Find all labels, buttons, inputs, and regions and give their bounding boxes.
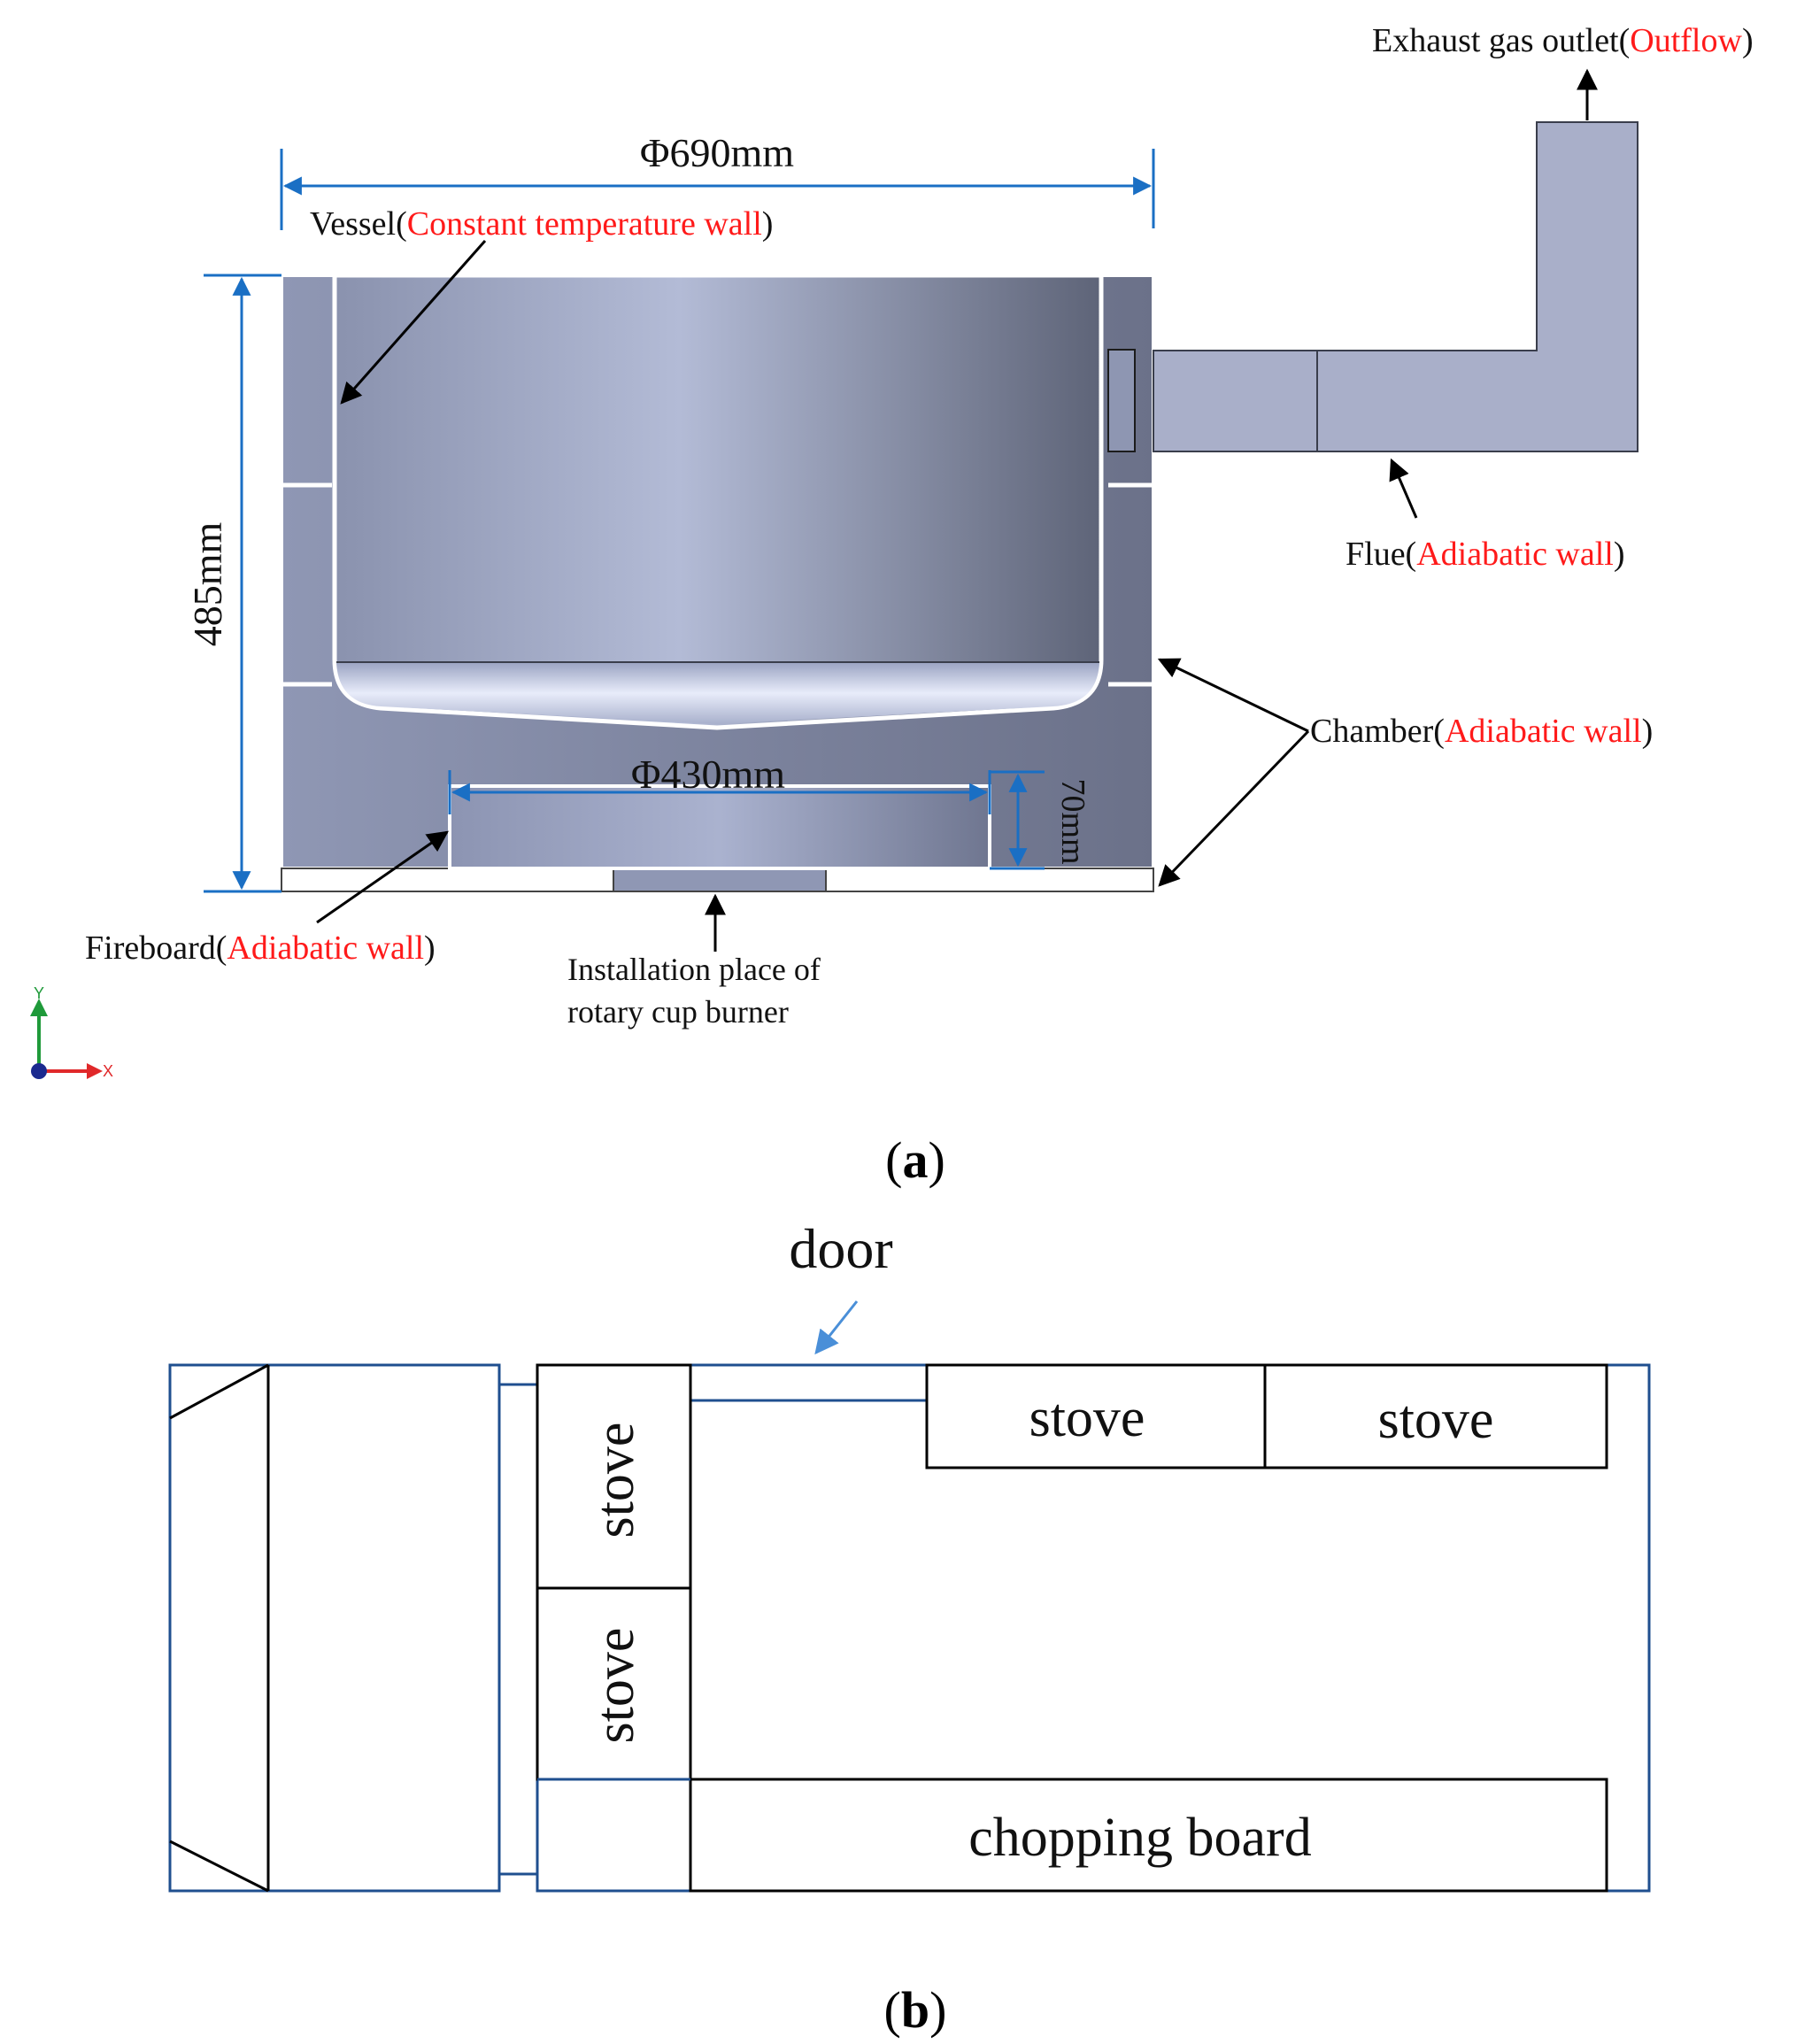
stove-side-1-label: stove [585, 1423, 645, 1539]
vessel-label-post: ) [762, 205, 774, 243]
chopping-board-label: chopping board [968, 1808, 1311, 1868]
exhaust-label-pre: Exhaust gas outlet( [1372, 22, 1630, 59]
flue-label-post: ) [1614, 536, 1625, 573]
chamber-label-pre: Chamber( [1310, 713, 1445, 750]
exhaust-label-post: ) [1742, 22, 1754, 59]
axis-x-head [87, 1063, 103, 1079]
burner-label-line2: rotary cup burner [567, 994, 789, 1030]
chamber-label-post: ) [1642, 713, 1654, 750]
fireboard-label: Fireboard(Adiabatic wall) [85, 929, 436, 967]
dim-height-label: 485mm [185, 522, 230, 647]
chamber-arrow-top [1157, 658, 1309, 733]
caption-a-pre: ( [885, 1131, 902, 1189]
left-room-diag-bottom [169, 1840, 269, 1893]
caption-b: (b) [884, 1981, 947, 2039]
caption-b-pre: ( [884, 1981, 901, 2039]
caption-b-post: ) [929, 1981, 946, 2039]
chamber-port [1107, 349, 1136, 452]
burner-label-line1: Installation place of [567, 952, 821, 987]
figure-b: door stove stove stove stove chopping bo… [168, 1217, 1651, 2039]
flue-label-pre: Flue( [1346, 536, 1416, 573]
dim-inner-label: Φ430mm [631, 752, 785, 797]
chamber-label: Chamber(Adiabatic wall) [1310, 713, 1653, 750]
flue-label-red: Adiabatic wall [1416, 536, 1614, 573]
vessel-bowl [336, 662, 1099, 724]
door-label: door [789, 1217, 892, 1280]
fireboard-label-red: Adiabatic wall [227, 929, 424, 967]
vessel-label: Vessel(Constant temperature wall) [310, 205, 773, 243]
fireboard-label-pre: Fireboard( [85, 929, 227, 967]
chamber-label-red: Adiabatic wall [1445, 713, 1642, 750]
exhaust-label-red: Outflow [1630, 22, 1742, 59]
axis-y-label: Y [34, 984, 44, 1002]
fireboard-arrow [316, 830, 449, 924]
caption-a: (a) [885, 1131, 945, 1189]
burner-seat [613, 868, 827, 892]
left-room-diag-top [169, 1363, 269, 1420]
flue-arrow [1389, 458, 1418, 519]
caption-b-letter: b [901, 1981, 929, 2039]
stove-top-1-label: stove [1029, 1388, 1145, 1448]
caption-a-post: ) [929, 1131, 945, 1189]
vessel-label-pre: Vessel( [310, 205, 407, 243]
exhaust-label: Exhaust gas outlet(Outflow) [1372, 22, 1754, 59]
dim-70-label: 70mm [1054, 778, 1091, 864]
dim-width-label: Φ690mm [640, 130, 794, 175]
flue-body [1153, 121, 1639, 452]
left-room [168, 1363, 501, 1893]
vessel-arrow [340, 240, 487, 405]
axis-x-label: X [103, 1062, 113, 1080]
fireboard [448, 784, 991, 870]
axis-origin [31, 1063, 47, 1079]
chopping-board [689, 1778, 1608, 1893]
vessel-label-red: Constant temperature wall [407, 205, 762, 243]
chamber-arrow-bottom [1158, 729, 1310, 887]
stove-top-2-label: stove [1378, 1390, 1494, 1450]
stove-top-2 [1263, 1363, 1608, 1469]
door-arrow [814, 1300, 859, 1355]
axis-triad: Y X [30, 984, 113, 1080]
figure-a: Φ690mm 485mm Φ430mm 70mm Exhaust gas out… [30, 22, 1754, 1189]
flue-label: Flue(Adiabatic wall) [1346, 536, 1625, 573]
fireboard-label-post: ) [424, 929, 436, 967]
axis-y-head [30, 999, 48, 1016]
stove-side-2-label: stove [585, 1628, 645, 1744]
caption-a-letter: a [903, 1131, 929, 1189]
vessel-body [332, 273, 1104, 730]
